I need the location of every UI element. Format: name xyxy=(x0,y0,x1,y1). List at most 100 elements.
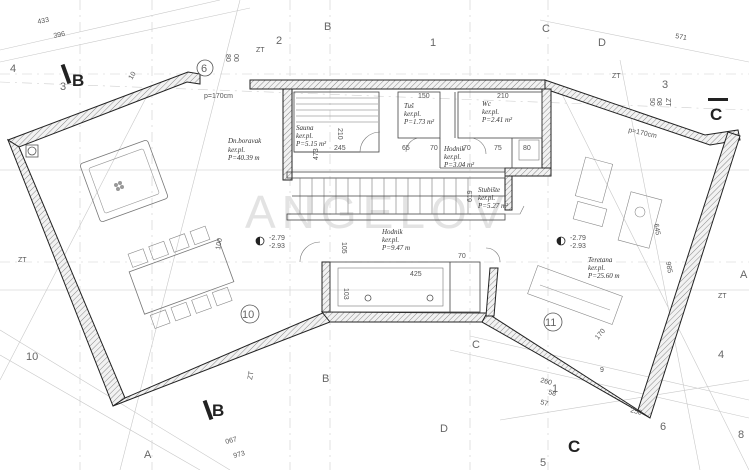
axis-label: 2 xyxy=(276,35,282,47)
zt-marker: ZT xyxy=(612,73,621,80)
dimension-label: 150 xyxy=(418,93,430,100)
dimension-label: 473 xyxy=(313,148,320,160)
wc-outline xyxy=(457,91,543,139)
zt-marker: ZT xyxy=(664,98,671,107)
door-swing xyxy=(485,247,501,263)
corner-fixture-circle xyxy=(27,146,37,156)
zt-marker: ZT xyxy=(718,293,727,300)
section-label: B xyxy=(212,401,224,420)
room-name: Hodnik xyxy=(443,145,466,153)
dimension-label: 067 xyxy=(225,436,238,446)
dimension-label: 571 xyxy=(675,33,688,42)
corner-fixture xyxy=(25,144,39,158)
room-finish: ker.pl. xyxy=(588,264,605,272)
axis-label: 4 xyxy=(718,349,724,361)
level-value: -2.79 xyxy=(269,235,285,242)
dimension-label: 57 xyxy=(539,399,548,408)
dimension-label: 65 xyxy=(402,145,410,152)
dimension-label: 9 xyxy=(600,367,604,374)
grid-line-diagonal xyxy=(619,59,701,470)
room-area: P=2.41 m² xyxy=(481,116,513,124)
axis-label: 4 xyxy=(10,63,16,75)
dimension-label: 396 xyxy=(53,31,66,40)
circled-number: 10 xyxy=(242,309,254,321)
wall-lower-right xyxy=(485,267,499,317)
dimension-label: 80 xyxy=(224,54,231,62)
room-area: P=9.47 m xyxy=(381,244,410,252)
dimension-line-top-left xyxy=(0,7,251,63)
staircase xyxy=(286,171,525,221)
dimension-line-bottom-right xyxy=(449,349,749,419)
room-name: Hodnik xyxy=(381,228,404,236)
dimension-label: 245 xyxy=(334,145,346,152)
door-swing xyxy=(299,241,321,263)
circled-number: 11 xyxy=(545,317,556,329)
axis-label: 8 xyxy=(738,429,744,441)
grid-line-diagonal xyxy=(559,89,749,470)
fixture-circle xyxy=(364,294,372,302)
door-swing xyxy=(469,137,487,155)
room-name: Tuš xyxy=(404,102,414,110)
gym-equipment xyxy=(527,156,663,325)
door-swing xyxy=(405,137,421,153)
level-value: -2.93 xyxy=(269,243,285,250)
level-marker-right: -2.79 -2.93 xyxy=(556,235,586,250)
section-markers: B B C C ZT ZT ZT ZT ZT ZT xyxy=(18,47,728,456)
dimension-label: 250 xyxy=(629,407,642,417)
axis-label: A xyxy=(144,449,152,461)
dimension-label: 70 xyxy=(458,253,466,260)
wall-right-side xyxy=(637,131,741,419)
stair-beam xyxy=(286,171,506,179)
room-label-stubiste: Stubište ker.pl. P=5.27 m² xyxy=(477,186,509,210)
stair-arrow xyxy=(490,205,525,215)
dimension-line-top-right xyxy=(539,19,749,63)
dimension-label: p=170cm xyxy=(204,93,233,100)
door-swing xyxy=(359,131,381,153)
section-bar xyxy=(202,399,214,421)
zt-marker: ZT xyxy=(256,47,265,54)
room-finish: ker.pl. xyxy=(478,194,495,202)
grid-line-diagonal xyxy=(0,81,749,111)
room-label-hodnik-lower: Hodnik ker.pl. P=9.47 m xyxy=(381,228,410,252)
room-finish: ker.pl. xyxy=(228,146,245,154)
zt-marker: ZT xyxy=(247,370,256,380)
dimension-label: 08 xyxy=(655,98,662,106)
section-label: C xyxy=(710,105,722,124)
axis-label: C xyxy=(472,339,480,351)
room-label-hodnik-upper: Hodnik ker.pl. P=3.04 m² xyxy=(443,145,475,169)
dimension-label: 75 xyxy=(494,145,502,152)
axis-labels: 4 3 2 B 1 C D 3 A 4 1 6 8 A B C D 5 10 xyxy=(10,21,748,469)
fixture-outline xyxy=(337,267,444,307)
dimension-label: 10 xyxy=(128,71,138,81)
dimension-label: 70 xyxy=(430,145,438,152)
axis-label: 3 xyxy=(662,79,668,91)
watermark: ANGELOV xyxy=(245,186,509,238)
dimension-label: 00 xyxy=(232,54,239,62)
dimension-line-top-left xyxy=(0,0,221,51)
axis-label: B xyxy=(324,21,331,33)
grid-line-diagonal xyxy=(0,89,151,381)
billiard-table xyxy=(80,140,168,222)
wall-lower-bottom xyxy=(320,311,488,323)
room-finish: ker.pl. xyxy=(482,108,499,116)
section-bar xyxy=(708,98,728,101)
room-area: P=1.73 m² xyxy=(403,118,435,126)
dimension-label: 100 xyxy=(215,238,224,251)
axis-label: B xyxy=(322,373,329,385)
wall-core-corner xyxy=(504,167,552,177)
room-name: Stubište xyxy=(478,186,500,194)
section-label: C xyxy=(568,437,580,456)
section-label: B xyxy=(72,71,84,90)
fixture xyxy=(518,139,540,161)
dimension-label: 210 xyxy=(336,128,343,140)
dimension-line-bottom-left xyxy=(0,354,201,470)
outer-walls xyxy=(6,71,741,419)
dimension-label: 170 xyxy=(594,328,607,342)
room-finish: ker.pl. xyxy=(296,132,313,140)
axis-label: D xyxy=(440,423,448,435)
dimension-label: 70 xyxy=(463,145,471,152)
room-finish: ker.pl. xyxy=(444,153,461,161)
dimension-labels: 433 396 571 10 p=170cm p=170cm 80 00 150… xyxy=(37,17,688,460)
